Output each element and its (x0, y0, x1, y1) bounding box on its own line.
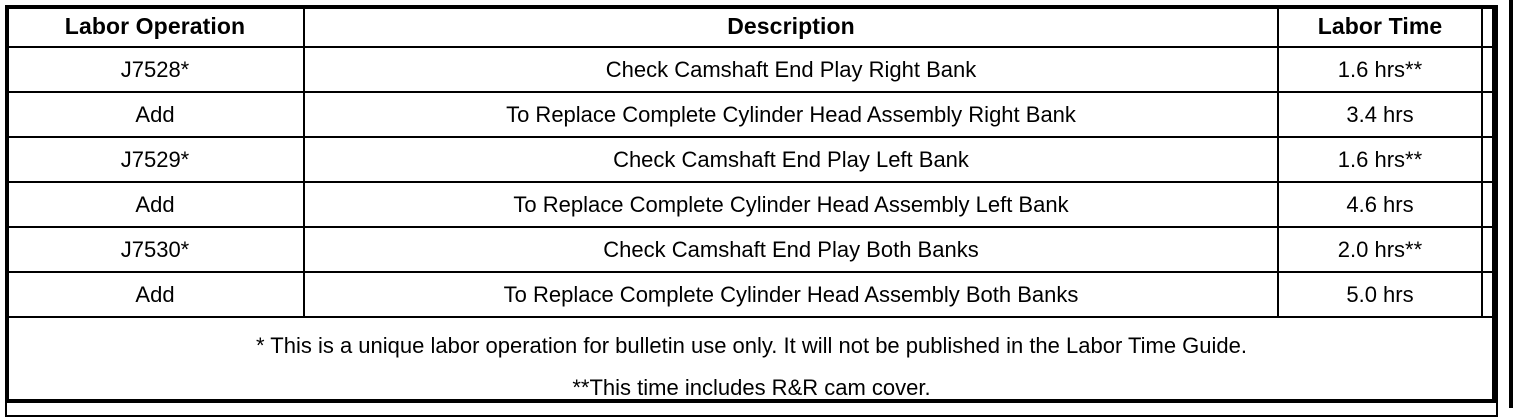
cell-description: To Replace Complete Cylinder Head Assemb… (303, 181, 1279, 228)
column-header-description: Description (303, 5, 1279, 48)
cell-description: Check Camshaft End Play Left Bank (303, 136, 1279, 183)
cell-labor-time: 2.0 hrs** (1277, 226, 1483, 273)
cell-labor-time: 5.0 hrs (1277, 271, 1483, 318)
cell-description: To Replace Complete Cylinder Head Assemb… (303, 271, 1279, 318)
table-row: Add To Replace Complete Cylinder Head As… (5, 91, 1498, 138)
cell-labor-time: 4.6 hrs (1277, 181, 1483, 228)
table-row: J7528* Check Camshaft End Play Right Ban… (5, 46, 1498, 93)
cell-labor-operation: J7528* (5, 46, 305, 93)
table-footnotes-row: * This is a unique labor operation for b… (5, 316, 1498, 417)
cell-labor-operation: Add (5, 271, 305, 318)
column-header-labor-operation: Labor Operation (5, 5, 305, 48)
cell-labor-operation: Add (5, 91, 305, 138)
table-row: J7529* Check Camshaft End Play Left Bank… (5, 136, 1498, 183)
cell-description: Check Camshaft End Play Right Bank (303, 46, 1279, 93)
column-header-labor-time: Labor Time (1277, 5, 1483, 48)
cell-description: Check Camshaft End Play Both Banks (303, 226, 1279, 273)
cell-spare (1481, 226, 1498, 273)
cell-spare (1481, 181, 1498, 228)
table-row: Add To Replace Complete Cylinder Head As… (5, 271, 1498, 318)
cell-labor-time: 1.6 hrs** (1277, 46, 1483, 93)
cell-spare (1481, 91, 1498, 138)
table-row: Add To Replace Complete Cylinder Head As… (5, 181, 1498, 228)
footnote-spacer (7, 359, 1496, 375)
table-row: J7530* Check Camshaft End Play Both Bank… (5, 226, 1498, 273)
cell-labor-time: 3.4 hrs (1277, 91, 1483, 138)
footnote-double-asterisk: **This time includes R&R cam cover. (572, 374, 931, 400)
cell-description: To Replace Complete Cylinder Head Assemb… (303, 91, 1279, 138)
cell-spare (1481, 136, 1498, 183)
column-header-spare (1481, 5, 1498, 48)
footnote-single-asterisk: * This is a unique labor operation for b… (256, 332, 1247, 358)
document-page: Labor Operation Description Labor Time J… (5, 0, 1513, 417)
cell-labor-time: 1.6 hrs** (1277, 136, 1483, 183)
cell-labor-operation: Add (5, 181, 305, 228)
cell-labor-operation: J7530* (5, 226, 305, 273)
labor-operations-table: Labor Operation Description Labor Time J… (5, 5, 1498, 417)
table-header-row: Labor Operation Description Labor Time (5, 5, 1498, 48)
cell-spare (1481, 46, 1498, 93)
cell-labor-operation: J7529* (5, 136, 305, 183)
cell-spare (1481, 271, 1498, 318)
page-right-margin-rule (1509, 0, 1513, 408)
footnotes-cell: * This is a unique labor operation for b… (5, 316, 1498, 417)
